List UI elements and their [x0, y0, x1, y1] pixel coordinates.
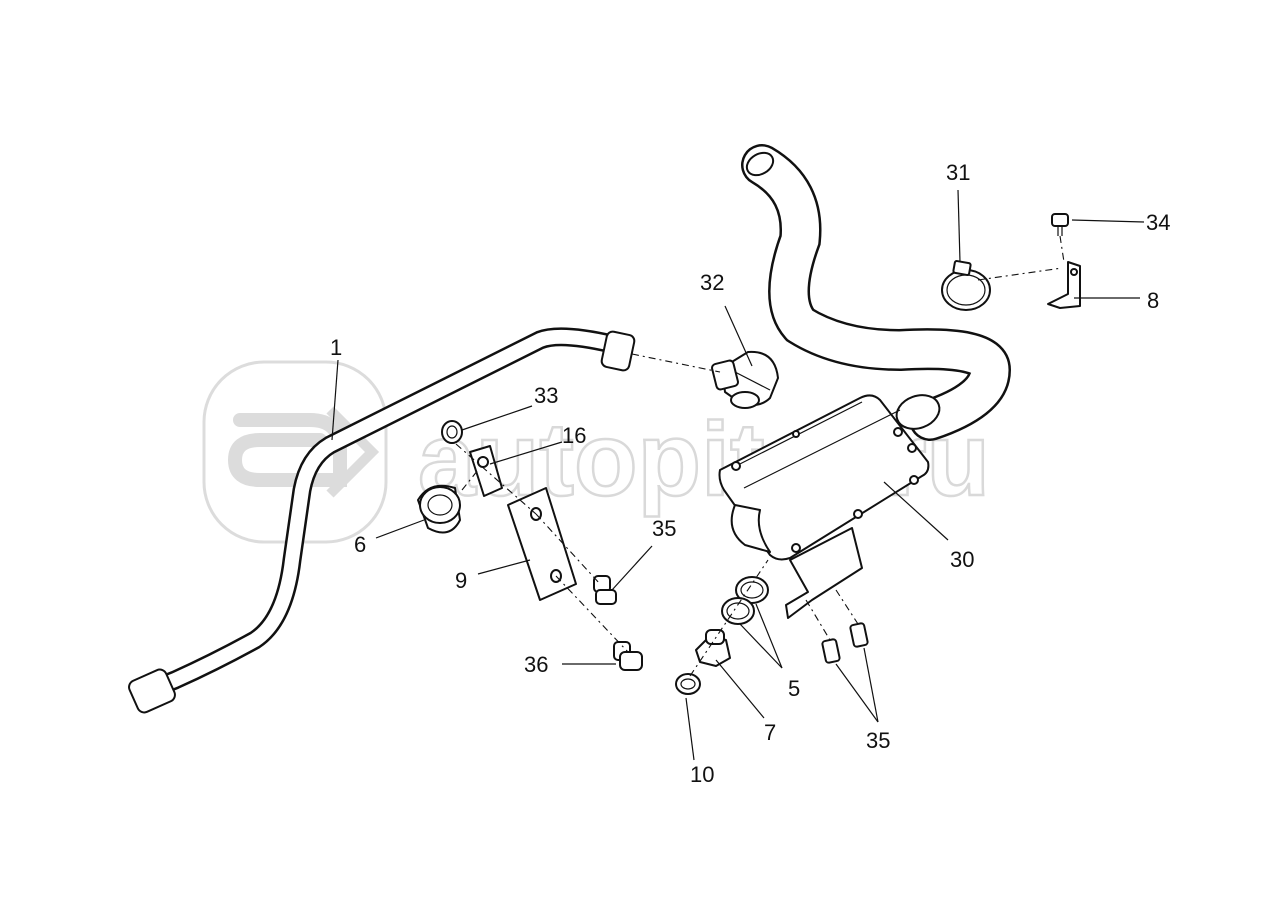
assembly-lines	[455, 235, 1065, 677]
clamp-part-31	[941, 260, 991, 311]
callout-16: 16	[562, 423, 586, 448]
tube-end-nut-right	[600, 330, 636, 372]
callout-35-pair: 35	[866, 728, 890, 753]
bolt-part-36	[613, 641, 643, 671]
callout-36: 36	[524, 652, 548, 677]
fitting-part-7	[695, 629, 731, 667]
callout-34: 34	[1146, 210, 1170, 235]
leader-lines	[331, 189, 1145, 761]
callout-35-single: 35	[652, 516, 676, 541]
callout-1: 1	[330, 335, 342, 360]
callout-9: 9	[455, 568, 467, 593]
callout-5: 5	[788, 676, 800, 701]
callout-8: 8	[1147, 288, 1159, 313]
bolts-part-35-pair	[821, 622, 869, 664]
bolt-part-35-single	[593, 575, 617, 605]
callout-6: 6	[354, 532, 366, 557]
nut-part-33	[441, 420, 463, 444]
bracket-part-8	[1047, 261, 1081, 309]
callout-32: 32	[700, 270, 724, 295]
callout-labels: 1 33 16 6 9 35 36 32 31 34 8 30 5 7 10 3…	[330, 160, 1170, 787]
tube-part-1	[128, 327, 636, 714]
grommet-part-6	[417, 484, 461, 534]
callout-30: 30	[950, 547, 974, 572]
callout-31: 31	[946, 160, 970, 185]
connector-part-32	[711, 350, 779, 409]
callout-33: 33	[534, 383, 558, 408]
hose-assembly-part-30	[718, 144, 1012, 619]
callout-10: 10	[690, 762, 714, 787]
watermark-logo-mark	[227, 413, 347, 487]
washer-part-10	[675, 673, 701, 695]
bolt-part-34	[1051, 213, 1069, 236]
callout-7: 7	[764, 720, 776, 745]
tube-end-nut-left	[128, 668, 176, 714]
watermark-logo-arrow	[326, 406, 380, 498]
